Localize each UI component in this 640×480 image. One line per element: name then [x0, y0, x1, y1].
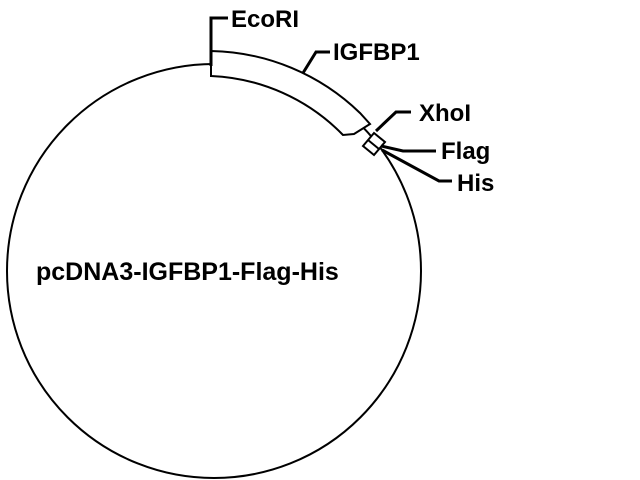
- igfbp1-label: IGFBP1: [333, 39, 420, 66]
- his-leader-line: [381, 148, 452, 183]
- igfbp1-insert-arrow: [210, 49, 372, 137]
- ecori-label: EcoRI: [231, 6, 299, 33]
- tag-box-divider: [367, 139, 380, 150]
- plasmid-name-label: pcDNA3-IGFBP1-Flag-His: [36, 258, 339, 286]
- his-label: His: [457, 170, 494, 197]
- igfbp1-leader-line: [301, 50, 330, 74]
- flag-label: Flag: [441, 138, 490, 165]
- ecori-leader-line: [209, 16, 228, 66]
- xhoi-leader-line: [374, 110, 411, 133]
- xhoi-label: XhoI: [419, 100, 471, 127]
- flag-leader-line: [380, 144, 436, 153]
